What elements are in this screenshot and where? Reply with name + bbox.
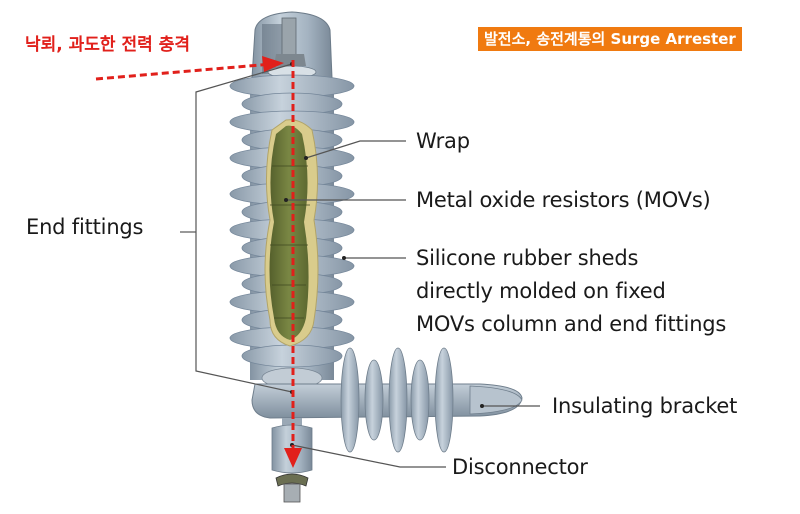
label-insulating-bracket: Insulating bracket bbox=[552, 394, 738, 418]
leader-end-fittings-bracket bbox=[195, 63, 293, 393]
label-end-fittings: End fittings bbox=[26, 215, 144, 239]
surge-incoming-line bbox=[95, 62, 273, 81]
label-movs: Metal oxide resistors (MOVs) bbox=[416, 188, 711, 212]
label-sheds-line-2: directly molded on fixed bbox=[416, 279, 666, 303]
surge-ground-arrowhead bbox=[284, 448, 302, 468]
bracket-shed bbox=[364, 359, 384, 441]
bracket-shed bbox=[388, 347, 408, 453]
mov-cutaway bbox=[264, 119, 319, 347]
leader-wrap bbox=[305, 140, 406, 159]
mov-column bbox=[269, 125, 309, 341]
surge-incoming-arrowhead bbox=[262, 56, 284, 72]
bracket-shed bbox=[434, 347, 454, 453]
label-sheds-line-3: MOVs column and end fittings bbox=[416, 312, 727, 336]
label-disconnector: Disconnector bbox=[452, 455, 588, 479]
leader-disconnector bbox=[291, 444, 446, 468]
bracket-shed bbox=[340, 347, 360, 453]
bracket-shed bbox=[410, 359, 430, 441]
leader-lines bbox=[180, 63, 540, 468]
surge-path bbox=[95, 56, 302, 468]
insulating-bracket-shape bbox=[251, 347, 523, 453]
surge-caption: 낙뢰, 과도한 전력 충격 bbox=[25, 35, 190, 55]
title-badge: 발전소, 송전계통의 Surge Arrester bbox=[478, 27, 742, 51]
label-wrap: Wrap bbox=[416, 129, 470, 153]
label-sheds-line-1: Silicone rubber sheds bbox=[416, 246, 639, 270]
